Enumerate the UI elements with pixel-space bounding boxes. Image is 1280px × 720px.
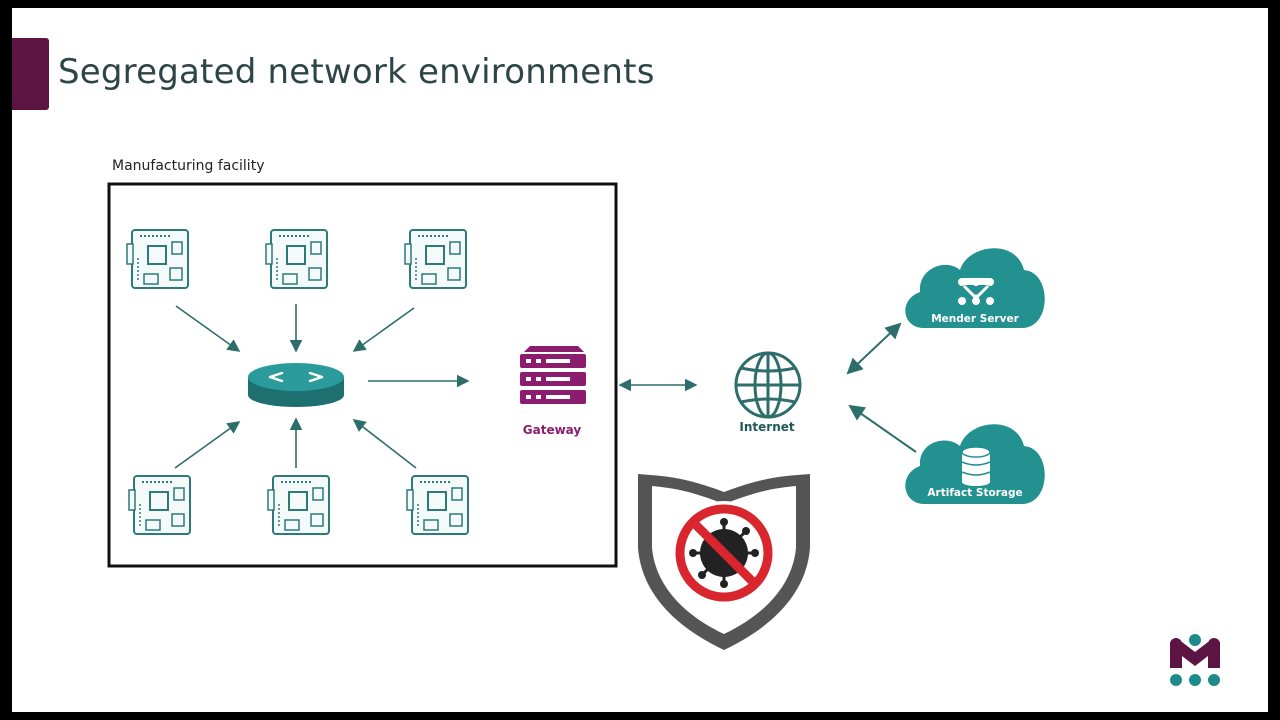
device-links	[174, 304, 470, 469]
title-accent-bar	[12, 38, 49, 110]
mender-server-label: Mender Server	[931, 313, 1019, 325]
artifact-storage-cloud: Artifact Storage	[905, 424, 1045, 504]
internet-label: Internet	[739, 420, 794, 434]
facility-label: Manufacturing facility	[112, 158, 265, 174]
board-icon	[404, 229, 467, 289]
gateway-label: Gateway	[523, 423, 582, 437]
network-diagram: Gateway Internet Mender Server	[107, 182, 1220, 686]
router-icon	[248, 363, 344, 407]
server-stack-icon	[520, 346, 586, 404]
slide-title: Segregated network environments	[58, 52, 655, 92]
artifact-storage-label: Artifact Storage	[927, 487, 1022, 499]
board-icon	[265, 229, 328, 289]
board-icon	[128, 475, 191, 535]
board-icon	[267, 475, 330, 535]
board-icon	[126, 229, 189, 289]
mender-logo-icon	[958, 278, 994, 305]
database-icon	[961, 446, 991, 486]
mender-brand-logo	[1170, 634, 1220, 686]
board-icon	[406, 475, 469, 535]
storage-internet-link	[848, 404, 917, 453]
slide: Segregated network environments Manufact…	[12, 8, 1268, 712]
globe-icon	[734, 351, 802, 419]
mender-server-cloud: Mender Server	[905, 248, 1045, 328]
internet-mender-link	[846, 322, 902, 375]
shield-no-virus-icon	[638, 474, 810, 650]
